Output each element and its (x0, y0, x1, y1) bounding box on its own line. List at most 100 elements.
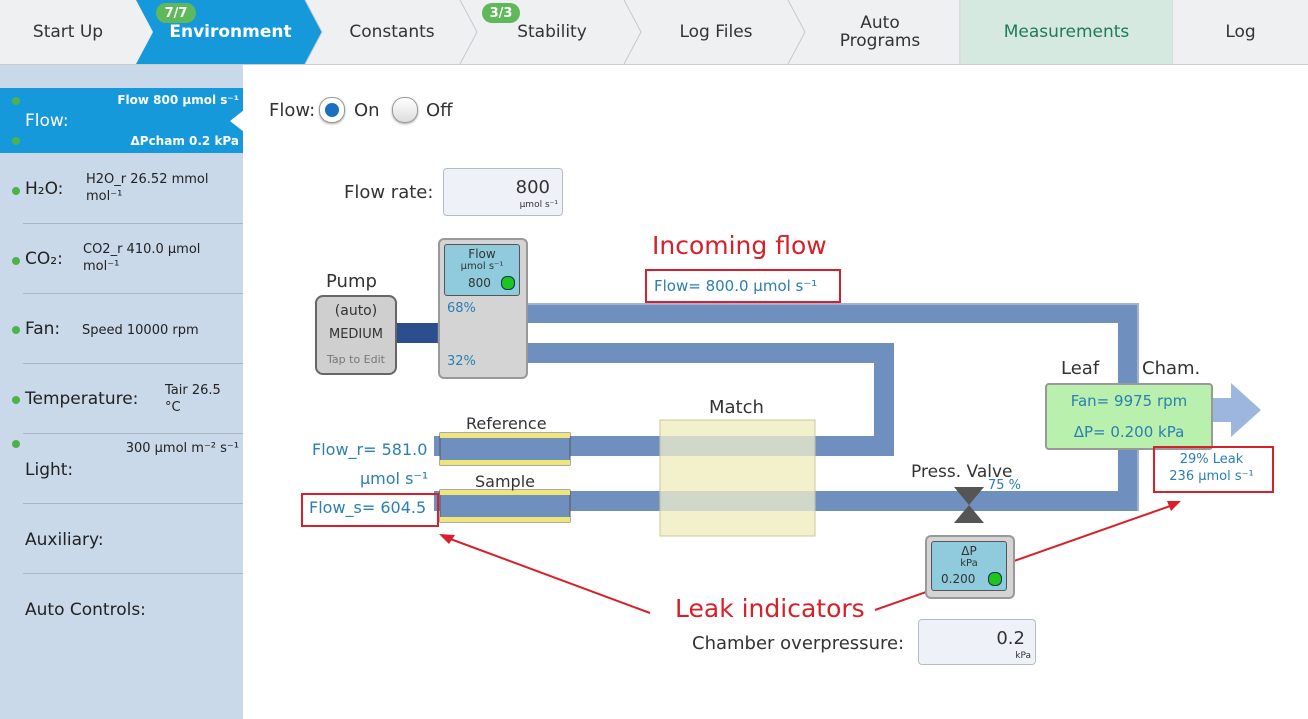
tab-label: Log (1225, 22, 1256, 42)
tab-label: Log Files (679, 22, 753, 42)
radio-selected-icon (325, 103, 339, 117)
selected-pointer-icon (230, 110, 244, 132)
sidebar-item-h2o[interactable]: H₂O: H2O_r 26.52 mmol mol⁻¹ (0, 153, 243, 223)
incoming-flow-highlight (645, 269, 841, 303)
status-dot-icon (12, 396, 20, 404)
value-line: H2O_r 26.52 mmol (86, 172, 209, 187)
sample-flow-highlight (301, 493, 439, 527)
flow-meter[interactable]: Flow µmol s⁻¹ 800 (444, 244, 520, 296)
press-valve-label: Press. Valve (911, 462, 1013, 482)
tab-label: Measurements (1003, 22, 1130, 42)
leaf-chamber-title-left: Leaf (1061, 358, 1100, 379)
value-line: mol⁻¹ (83, 259, 120, 274)
pump-mode: (auto) (334, 303, 378, 319)
tab-stability[interactable]: Stability (477, 0, 627, 64)
value-line: °C (165, 400, 181, 415)
split-top-percent: 68% (447, 301, 476, 316)
dp-meter[interactable]: ΔP kPa 0.200 (931, 541, 1007, 591)
valve-bottom-icon (954, 505, 984, 523)
overpressure-label: Chamber overpressure: (692, 633, 905, 654)
match-block (659, 419, 816, 537)
sidebar-item-value: Tair 26.5 °C (165, 382, 221, 416)
overpressure-value: 0.2 (996, 628, 1025, 649)
sidebar-item-light[interactable]: Light: 300 µmol m⁻² s⁻¹ (0, 433, 243, 503)
sidebar-divider (23, 223, 243, 224)
tab-auto-programs[interactable]: Auto Programs (805, 0, 955, 64)
leaf-chamber-panel[interactable]: Fan= 9975 rpm ΔP= 0.200 kPa (1045, 383, 1213, 450)
flow-meter-title: Flow (468, 247, 496, 261)
sidebar-item-value: Speed 10000 rpm (82, 323, 199, 338)
pump-control[interactable]: (auto) MEDIUM Tap to Edit (315, 295, 397, 375)
flow-toggle-label: Flow: (269, 100, 316, 121)
leak-indicators-annotation: Leak indicators (675, 594, 865, 623)
value-line: CO2_r 410.0 µmol (83, 242, 201, 257)
leak-percent: 29% Leak (1179, 452, 1244, 467)
sample-cell (439, 489, 571, 523)
leak-highlight (1153, 446, 1274, 493)
top-tab-bar: Start Up Environment 7/7 Constants Stabi… (0, 0, 1308, 65)
value-line: Tair 26.5 (165, 383, 221, 398)
tab-label: Stability (517, 22, 587, 42)
tab-constants[interactable]: Constants (322, 0, 462, 64)
overpressure-input[interactable]: 0.2 kPa (918, 619, 1036, 665)
sidebar-item-label: H₂O: (25, 179, 64, 199)
pump-title: Pump (326, 271, 377, 292)
tab-measurements[interactable]: Measurements (961, 0, 1172, 64)
reference-flow-value: Flow_r= 581.0 (312, 440, 428, 459)
flow-meter-value: 800 (468, 276, 491, 290)
tab-label: Constants (349, 22, 435, 42)
leaf-chamber-dp: ΔP= 0.200 kPa (1073, 423, 1185, 441)
reference-label: Reference (466, 414, 547, 433)
sidebar-divider (23, 503, 243, 504)
sidebar-item-label: Light: (25, 460, 74, 480)
leaf-chamber-title-right: Cham. (1142, 358, 1201, 379)
dp-meter-unit: kPa (960, 558, 978, 569)
value-line: mol⁻¹ (86, 189, 123, 204)
tab-log-files[interactable]: Log Files (641, 0, 791, 64)
sidebar-item-temperature[interactable]: Temperature: Tair 26.5 °C (0, 363, 243, 433)
status-ok-icon (988, 572, 1002, 586)
sidebar-item-value: 300 µmol m⁻² s⁻¹ (125, 441, 239, 456)
sidebar-divider (23, 363, 243, 364)
dp-meter-value: 0.200 (941, 572, 976, 586)
press-valve-percent[interactable]: 75 % (988, 478, 1022, 493)
pump-hint: Tap to Edit (327, 353, 385, 366)
incoming-flow-value: Flow= 800.0 µmol s⁻¹ (654, 277, 818, 295)
status-dot-icon (12, 187, 20, 195)
tab-label: Auto (860, 13, 900, 33)
flow-on-label: On (354, 100, 380, 121)
flow-off-radio[interactable] (392, 97, 418, 123)
flow-off-label: Off (426, 100, 453, 121)
leak-rate: 236 µmol s⁻¹ (1169, 469, 1254, 484)
tab-label: Start Up (32, 22, 104, 42)
sidebar-item-label: Fan: (25, 319, 61, 339)
pump-outlet-pipe (391, 323, 439, 343)
flow-on-radio[interactable] (319, 97, 345, 123)
sidebar-divider (23, 573, 243, 574)
status-dot-icon (12, 97, 20, 105)
sidebar-item-label: Auto Controls: (25, 600, 146, 620)
tab-environment[interactable]: Environment (153, 0, 308, 64)
main-panel: Flow: On Off Flow rate: 800 µmol s⁻¹ Pum… (243, 65, 1308, 719)
overpressure-unit: kPa (1015, 651, 1031, 661)
flow-rate-input[interactable]: 800 µmol s⁻¹ (443, 168, 563, 216)
sidebar-item-label: Temperature: (25, 389, 139, 409)
sidebar-item-value: H2O_r 26.52 mmol mol⁻¹ (86, 171, 209, 205)
flow-rate-unit: µmol s⁻¹ (519, 200, 558, 210)
sidebar-item-fan[interactable]: Fan: Speed 10000 rpm (0, 293, 243, 363)
tab-log[interactable]: Log (1173, 0, 1308, 64)
split-bottom-percent: 32% (447, 354, 476, 369)
tab-start-up[interactable]: Start Up (0, 0, 136, 64)
sidebar-item-auxiliary[interactable]: Auxiliary: (0, 503, 243, 573)
sidebar-divider (23, 293, 243, 294)
reference-flow-unit: µmol s⁻¹ (360, 469, 429, 488)
match-label: Match (709, 397, 764, 418)
sidebar-item-value: Flow 800 µmol s⁻¹ (117, 93, 239, 107)
valve-top-icon (954, 487, 984, 505)
sidebar-item-flow[interactable]: Flow: Flow 800 µmol s⁻¹ ΔPcham 0.2 kPa (0, 88, 244, 153)
status-dot-icon (12, 257, 20, 265)
leaf-chamber-fan: Fan= 9975 rpm (1070, 392, 1188, 410)
sidebar-item-auto-controls[interactable]: Auto Controls: (0, 573, 243, 643)
status-dot-icon (12, 440, 20, 448)
